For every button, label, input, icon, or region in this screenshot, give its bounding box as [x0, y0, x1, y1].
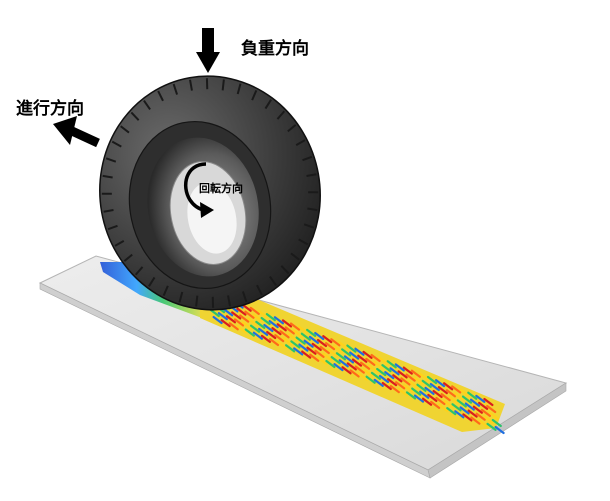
curved-arrow-icon: [184, 162, 214, 218]
contact-pressure-map: [100, 262, 505, 435]
arrow-down-icon: [196, 28, 220, 73]
rotation-direction-label: 回転方向: [199, 182, 243, 195]
road-plate: [38, 255, 568, 479]
tire-tread: [101, 78, 319, 308]
load-direction-label: 負重方向: [241, 39, 309, 59]
travel-direction-label: 進行方向: [16, 99, 84, 119]
arrow-up-left-icon: [53, 116, 100, 148]
